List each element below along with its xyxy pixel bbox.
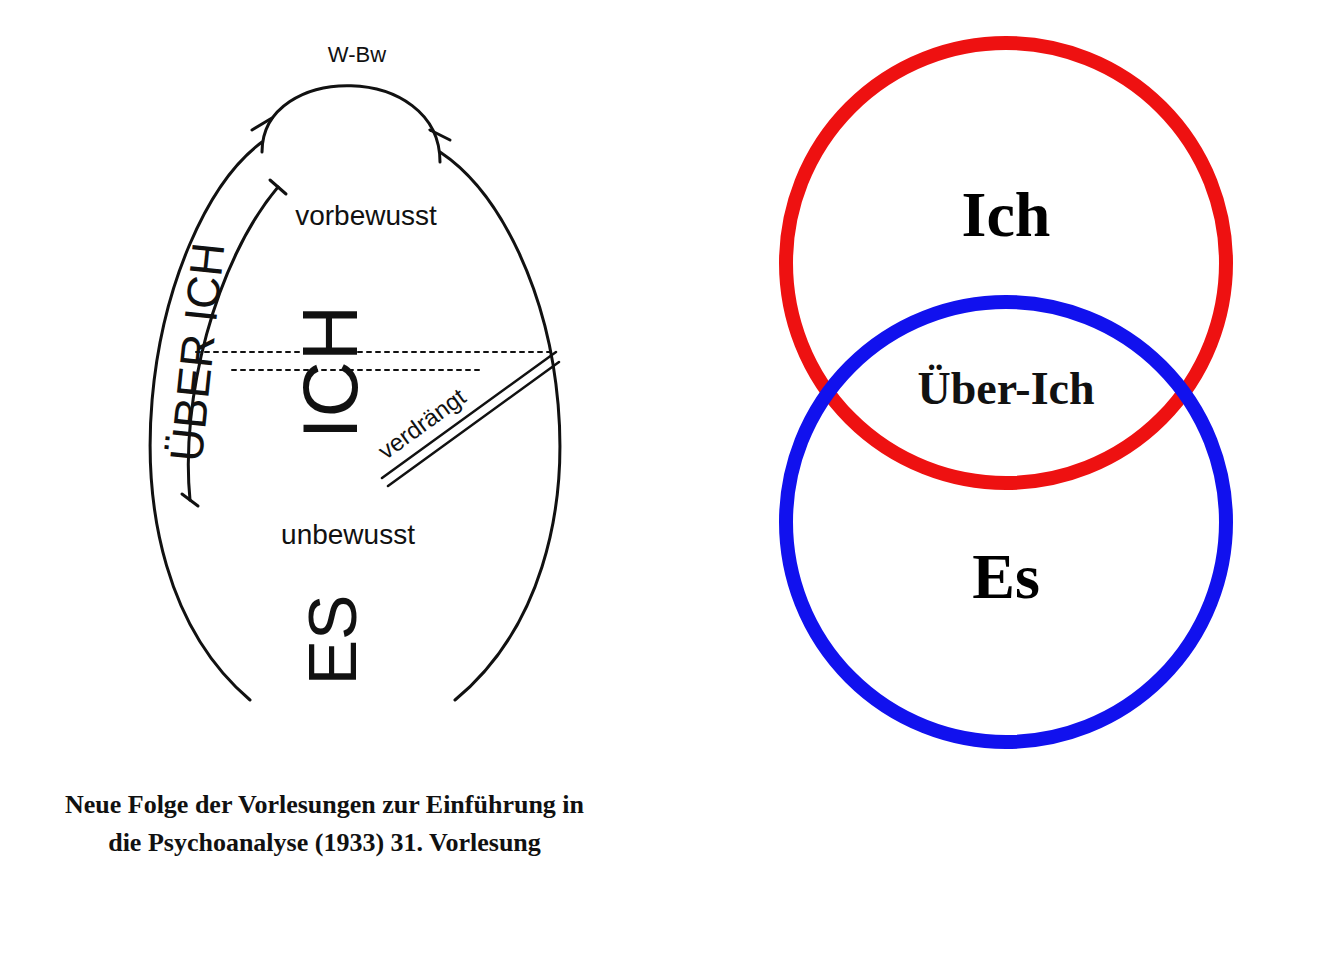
circle-outline	[779, 36, 1233, 490]
circle-node: Es	[779, 295, 1233, 749]
node-label: Es	[972, 540, 1040, 614]
tick	[270, 180, 286, 194]
diagram-label: ICH	[291, 305, 369, 439]
psyche-outline	[440, 152, 560, 700]
tick	[252, 118, 272, 130]
diagram-label: ES	[298, 595, 366, 686]
circle-node: Ich	[779, 36, 1233, 490]
pcs-ucs-boundary	[196, 351, 556, 353]
circle-outline	[779, 295, 1233, 749]
diagram-label: W-Bw	[328, 44, 386, 66]
perception-arc	[262, 86, 440, 162]
figure-caption: Neue Folge der Vorlesungen zur Einführun…	[52, 786, 597, 862]
node-label: Ich	[962, 178, 1051, 252]
repression-bar	[382, 352, 556, 478]
psyche-outline	[150, 142, 262, 700]
overlap-label: Über-Ich	[917, 366, 1094, 412]
circle-outline	[786, 43, 1226, 483]
tick	[430, 130, 450, 140]
circle-outline	[786, 302, 1226, 742]
diagram-label: ÜBER ICH	[163, 240, 232, 463]
diagram-label: vorbewusst	[295, 202, 437, 230]
tick	[182, 494, 198, 506]
diagram-label: unbewusst	[281, 521, 415, 549]
